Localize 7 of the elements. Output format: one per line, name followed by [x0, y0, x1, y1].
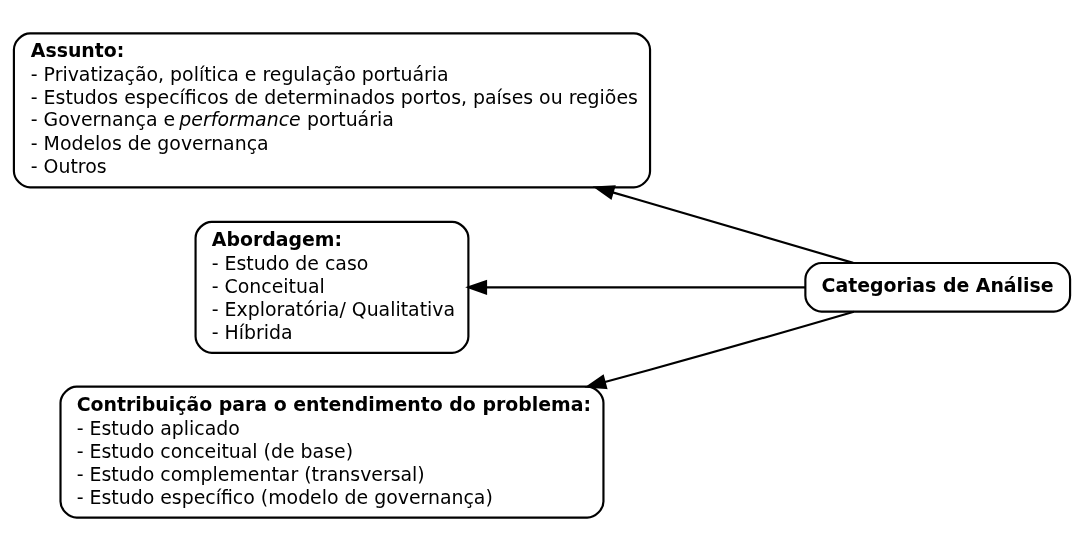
- node-box: Abordagem: - Estudo de caso - Conceitual - Exploratória/ Qualitativa - Híbrida: [194, 220, 470, 354]
- node-box: Contribuição para o entendimento do problema: - Estudo aplicado - Estudo conceitual (de base) - Estudo complementar (transversal) - Estudo específico (modelo de governança): [59, 385, 605, 519]
- arrow: [592, 185, 854, 264]
- arrow: [584, 310, 855, 390]
- node-box: Assunto: - Privatização, política e regulação portuária - Estudos específicos de determinados portos, países ou regiões - Governança e performance portuária - Modelos de governança - Outros: [12, 32, 652, 189]
- arrow: [465, 279, 806, 295]
- node-box: Categorias de Análise: [804, 261, 1072, 313]
